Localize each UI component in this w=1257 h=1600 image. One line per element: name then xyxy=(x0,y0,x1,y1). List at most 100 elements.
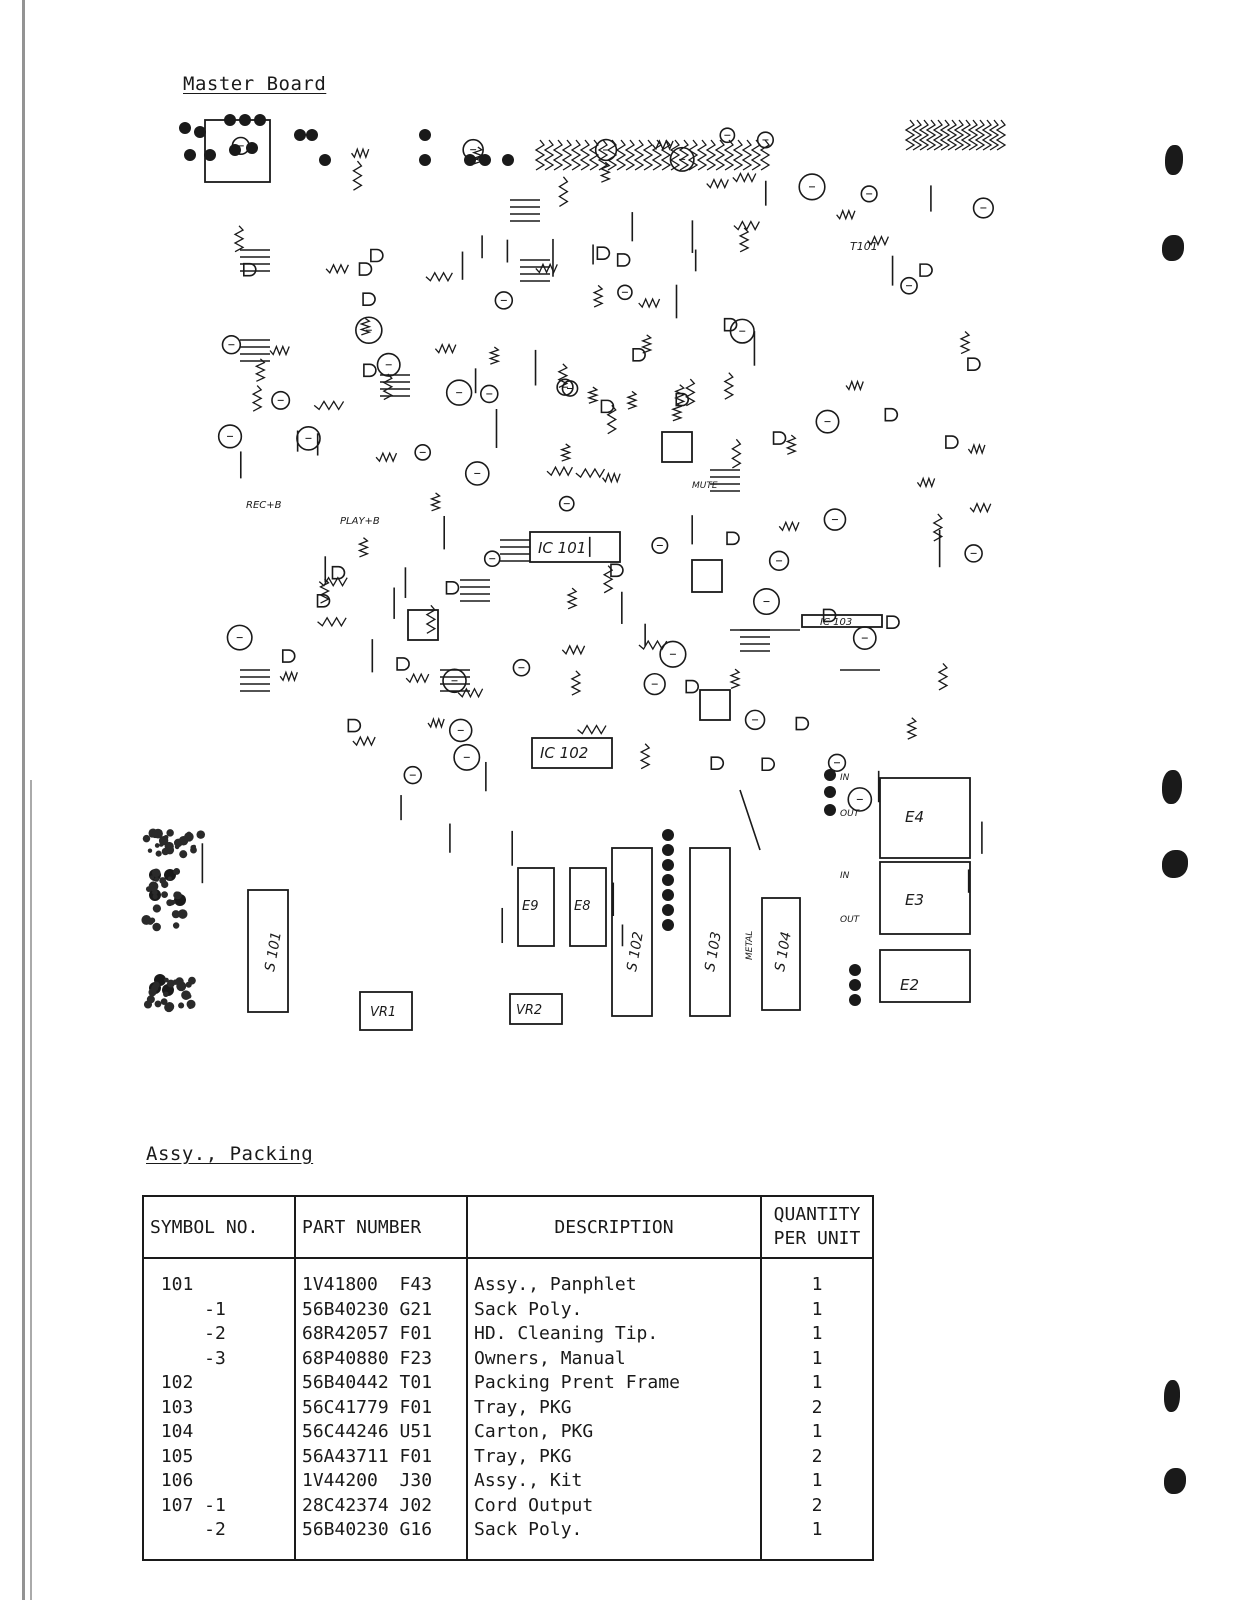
mute-label: MUTE xyxy=(692,481,718,491)
pcb-traces xyxy=(141,114,1007,1013)
binder-hole xyxy=(1162,235,1184,261)
part-number-cell: 68P40880 F23 xyxy=(295,1346,468,1371)
quantity-cell: 2 xyxy=(811,1396,823,1418)
page-binding-edge xyxy=(22,0,25,1600)
part-number-cell: 28C42374 J02 xyxy=(295,1493,468,1518)
e9-label: E9 xyxy=(522,899,539,914)
e4-in-label: IN xyxy=(840,773,850,783)
symbol-cell: 104 xyxy=(143,1420,296,1445)
quantity-cell: 1 xyxy=(811,1298,823,1320)
quantity-cell: 1 xyxy=(811,1323,823,1344)
quantity-cell: 1 xyxy=(811,1421,823,1442)
binder-hole xyxy=(1165,145,1183,175)
symbol-cell: 102 xyxy=(143,1371,296,1396)
part-number-cell: 56C44246 U51 xyxy=(295,1420,468,1445)
quantity-header-line2: PER UNIT xyxy=(773,1228,861,1249)
packing-section-title: Assy., Packing xyxy=(146,1143,314,1165)
table-spacer-row xyxy=(143,1258,873,1273)
pcb-labels: IC 101 IC 102 IC 103 S 101 S 102 S 103 S… xyxy=(246,240,924,1020)
symbol-cell: -1 xyxy=(143,1297,296,1322)
e3-out-label: OUT xyxy=(840,915,861,925)
description-cell: Packing Prent Frame xyxy=(467,1371,762,1396)
play-b-label: PLAY+B xyxy=(340,516,380,527)
symbol-cell: 103 xyxy=(143,1395,296,1420)
column-header-symbol: SYMBOL NO. xyxy=(143,1196,296,1259)
symbol-cell: 107 -1 xyxy=(143,1493,296,1518)
description-cell: HD. Cleaning Tip. xyxy=(467,1322,762,1347)
vr2-label: VR2 xyxy=(516,1003,542,1018)
s103-label: S 103 xyxy=(702,930,725,972)
ic101-label: IC 101 xyxy=(538,539,586,557)
e2-label: E2 xyxy=(900,976,919,994)
part-number-cell: 56B40230 G21 xyxy=(295,1297,468,1322)
table-spacer-row xyxy=(143,1542,873,1560)
ic103-label: IC 103 xyxy=(820,617,852,628)
page-binding-edge xyxy=(30,780,32,1600)
description-cell: Carton, PKG xyxy=(467,1420,762,1445)
s101-label: S 101 xyxy=(262,930,285,972)
quantity-cell: 2 xyxy=(811,1445,823,1467)
board-section-title: Master Board xyxy=(183,73,327,95)
packing-parts-table: SYMBOL NO. PART NUMBER DESCRIPTION QUANT… xyxy=(142,1195,874,1561)
t101-label: T101 xyxy=(850,240,878,253)
column-header-part-number: PART NUMBER xyxy=(295,1196,468,1259)
quantity-cell: 1 xyxy=(811,1372,823,1393)
description-cell: Owners, Manual xyxy=(467,1346,762,1371)
quantity-cell: 1 xyxy=(811,1274,823,1295)
quantity-header-line1: QUANTITY xyxy=(773,1204,861,1225)
symbol-cell: -2 xyxy=(143,1322,296,1347)
part-number-cell: 1V41800 F43 xyxy=(295,1273,468,1298)
part-number-cell: 56B40442 T01 xyxy=(295,1371,468,1396)
binder-hole xyxy=(1164,1468,1186,1494)
master-board-layout: IC 101 IC 102 IC 103 S 101 S 102 S 103 S… xyxy=(141,114,1007,1031)
e3-in-label: IN xyxy=(840,871,850,881)
e4-label: E4 xyxy=(905,808,924,826)
symbol-cell: 101 xyxy=(143,1273,296,1298)
symbol-cell: -2 xyxy=(143,1518,296,1543)
e4-out-label: OUT xyxy=(840,809,861,819)
symbol-cell: 105 xyxy=(143,1444,296,1469)
symbol-cell: -3 xyxy=(143,1346,296,1371)
vr1-label: VR1 xyxy=(370,1005,396,1020)
quantity-cell: 2 xyxy=(811,1494,823,1516)
e8-label: E8 xyxy=(574,899,591,914)
description-cell: Sack Poly. xyxy=(467,1518,762,1543)
s104-label: S 104 xyxy=(772,930,795,972)
part-number-cell: 68R42057 F01 xyxy=(295,1322,468,1347)
column-header-description: DESCRIPTION xyxy=(467,1196,762,1259)
pcb-outline xyxy=(204,119,971,1031)
description-cell: Tray, PKG xyxy=(467,1395,762,1420)
description-cell: Sack Poly. xyxy=(467,1297,762,1322)
binder-hole xyxy=(1164,1380,1180,1412)
part-number-cell: 56C41779 F01 xyxy=(295,1395,468,1420)
quantity-cell: 1 xyxy=(811,1347,823,1369)
rec-b-label: REC+B xyxy=(246,500,282,511)
metal-label: METAL xyxy=(745,931,755,960)
binder-hole xyxy=(1162,850,1188,878)
part-number-cell: 56A43711 F01 xyxy=(295,1444,468,1469)
column-header-quantity: QUANTITY PER UNIT xyxy=(761,1196,873,1259)
table-header-row: SYMBOL NO. PART NUMBER DESCRIPTION QUANT… xyxy=(143,1196,873,1259)
symbol-cell: 106 xyxy=(143,1469,296,1494)
description-cell: Tray, PKG xyxy=(467,1444,762,1469)
description-cell: Assy., Panphlet xyxy=(467,1273,762,1298)
quantity-cell: 1 xyxy=(811,1519,823,1540)
description-cell: Cord Output xyxy=(467,1493,762,1518)
quantity-cell: 1 xyxy=(811,1470,823,1491)
e3-label: E3 xyxy=(905,891,924,909)
s102-label: S 102 xyxy=(624,930,647,972)
description-cell: Assy., Kit xyxy=(467,1469,762,1494)
part-number-cell: 56B40230 G16 xyxy=(295,1518,468,1543)
